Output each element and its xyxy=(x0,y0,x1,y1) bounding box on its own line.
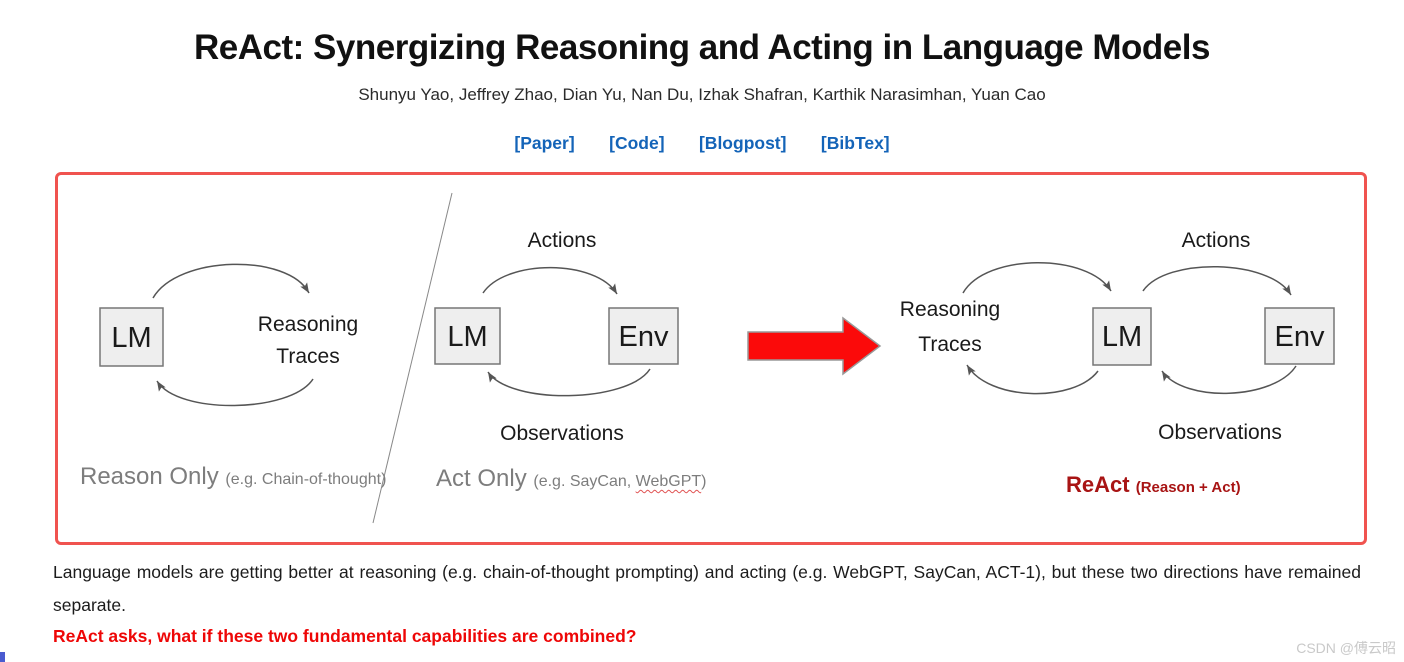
react-left-bottom-arc xyxy=(966,364,1099,395)
reason-top-arc xyxy=(152,263,310,299)
arrowhead-icon xyxy=(1282,284,1291,295)
figure-diagram: LM Reasoning Traces Actions LM Env Obser… xyxy=(99,192,1335,524)
react-caption-text: ReAct xyxy=(1066,472,1130,497)
arrowhead-icon xyxy=(967,365,976,376)
corner-artifact xyxy=(0,652,5,662)
act-top-arc xyxy=(482,266,618,295)
page-title: ReAct: Synergizing Reasoning and Acting … xyxy=(194,28,1210,68)
reason-only-caption-note: (e.g. Chain-of-thought) xyxy=(225,471,387,488)
act-only-note-suffix: ) xyxy=(701,473,707,490)
act-only-note-prefix: (e.g. SayCan, xyxy=(533,473,636,490)
arrowhead-icon xyxy=(300,282,309,293)
act-only-diagram: Actions LM Env Observations xyxy=(434,229,679,445)
observations-label: Observations xyxy=(1158,421,1282,444)
arrowhead-icon xyxy=(608,283,617,294)
env-box-label: Env xyxy=(619,321,669,353)
blogpost-link[interactable]: [Blogpost] xyxy=(698,133,787,153)
arrowhead-icon xyxy=(157,381,166,392)
red-arrow-icon xyxy=(747,316,882,376)
lm-box-label: LM xyxy=(447,321,487,353)
divider-line xyxy=(372,192,453,524)
env-box xyxy=(608,307,679,365)
csdn-watermark: CSDN @傅云昭 xyxy=(1296,640,1396,656)
react-caption-note: (Reason + Act) xyxy=(1135,479,1241,496)
reasoning-traces-label: Traces xyxy=(918,333,981,356)
intro-paragraph: Language models are getting better at re… xyxy=(53,562,1361,615)
lm-box xyxy=(434,307,501,365)
lm-box-label: LM xyxy=(111,322,151,354)
react-right-top-arc xyxy=(1142,266,1292,296)
reason-only-caption-text: Reason Only xyxy=(80,463,219,490)
paper-link[interactable]: [Paper] xyxy=(514,133,575,153)
code-link[interactable]: [Code] xyxy=(609,133,665,153)
lm-box xyxy=(1092,307,1152,366)
arrowhead-icon xyxy=(1162,371,1171,382)
reason-only-diagram: LM Reasoning Traces xyxy=(99,263,358,407)
act-only-note-webgpt: WebGPT xyxy=(635,473,702,490)
reasoning-traces-label: Reasoning xyxy=(900,298,1000,321)
lm-box xyxy=(99,307,164,367)
react-right-bottom-arc xyxy=(1161,365,1297,394)
react-question-line: ReAct asks, what if these two fundamenta… xyxy=(53,626,637,646)
bibtex-link[interactable]: [BibTex] xyxy=(820,133,890,153)
arrowhead-icon xyxy=(488,372,497,383)
links-row: [Paper] [Code] [Blogpost] [BibTex] xyxy=(0,133,1404,154)
react-caption: ReAct (Reason + Act) xyxy=(1066,472,1241,498)
act-only-caption: Act Only (e.g. SayCan, WebGPT) xyxy=(436,465,706,493)
overview-figure-panel: LM Reasoning Traces Actions LM Env Obser… xyxy=(55,172,1367,545)
lm-box-label: LM xyxy=(1102,321,1142,353)
react-diagram: Reasoning Traces Actions Observations LM… xyxy=(900,229,1335,444)
arrowhead-icon xyxy=(1102,280,1111,291)
actions-label: Actions xyxy=(1182,229,1251,252)
reasoning-traces-label: Reasoning xyxy=(258,313,358,336)
env-box-label: Env xyxy=(1275,321,1325,353)
env-box xyxy=(1264,307,1335,365)
act-bottom-arc xyxy=(487,368,651,397)
act-only-caption-note: (e.g. SayCan, WebGPT) xyxy=(533,473,706,490)
actions-label: Actions xyxy=(528,229,597,252)
authors-line: Shunyu Yao, Jeffrey Zhao, Dian Yu, Nan D… xyxy=(358,85,1046,104)
observations-label: Observations xyxy=(500,422,624,445)
act-only-caption-text: Act Only xyxy=(436,465,527,492)
react-left-top-arc xyxy=(962,262,1112,294)
reason-only-caption: Reason Only (e.g. Chain-of-thought) xyxy=(80,463,386,491)
reasoning-traces-label: Traces xyxy=(276,345,339,368)
reason-bottom-arc xyxy=(156,378,314,407)
